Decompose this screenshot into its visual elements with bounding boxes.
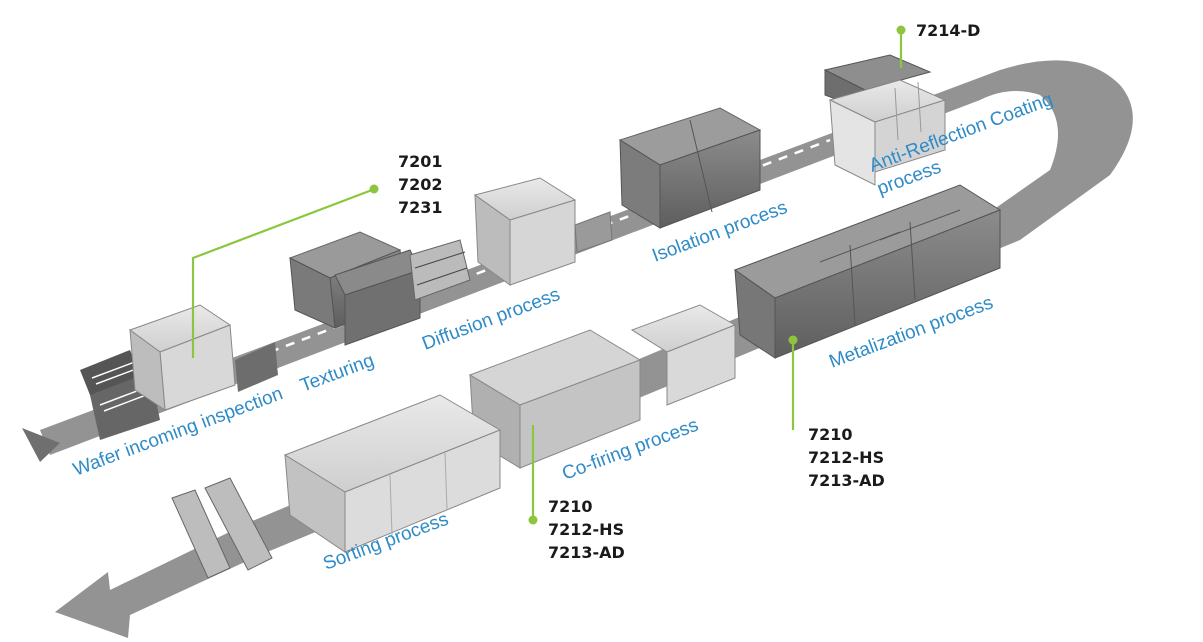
callout-dots [369,25,906,525]
code-inspection-2: 7202 [398,175,443,194]
code-anti-reflection: 7214-D [916,21,980,40]
code-inspection-3: 7231 [398,198,443,217]
code-co-firing-3: 7213-AD [548,543,625,562]
code-metalization-1: 7210 [808,425,853,444]
code-metalization-3: 7213-AD [808,471,885,490]
conveyor-track [40,60,1133,638]
isolation-machine [618,107,762,229]
diffusion-machine [473,177,613,286]
code-metalization-2: 7212-HS [808,448,884,467]
output-carts [171,477,273,579]
sorting-machine [283,394,502,553]
callout-lines [191,30,903,520]
label-texturing: Texturing [297,350,377,397]
inspection-machine [80,304,278,440]
entry-arrow-icon [22,428,60,462]
code-co-firing-2: 7212-HS [548,520,624,539]
code-co-firing-1: 7210 [548,497,593,516]
metalization-machine [733,184,1002,359]
texturing-machine [288,231,471,346]
anti-reflection-machine [823,54,947,186]
co-firing-machine [468,304,737,469]
code-inspection-1: 7201 [398,152,443,171]
